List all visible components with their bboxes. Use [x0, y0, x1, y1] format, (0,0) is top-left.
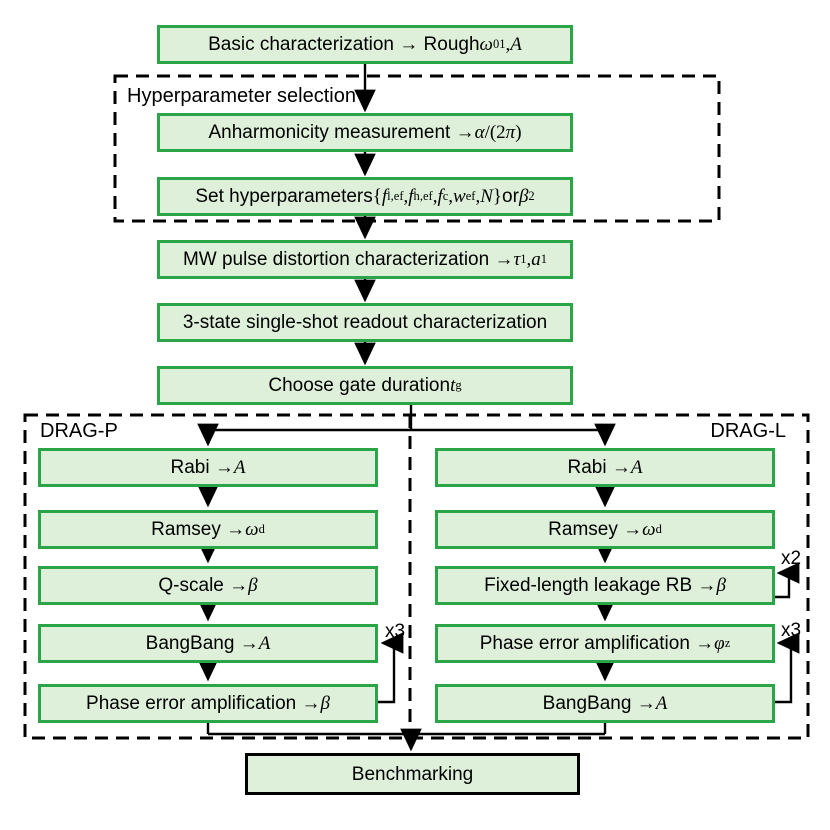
dragl-group-label: DRAG-L [710, 420, 786, 442]
step-dragp-qscale: Q-scale → β [38, 566, 378, 605]
dragl-x3-repeat-label: x3 [781, 620, 802, 641]
step-dragl-leakage-rb: Fixed-length leakage RB → β [435, 566, 775, 605]
step-3state-readout: 3-state single-shot readout characteriza… [157, 303, 573, 342]
dragp-group-label: DRAG-P [40, 420, 118, 442]
step-mw-pulse-distortion: MW pulse distortion characterization → τ… [157, 240, 573, 279]
loop-arrow-dragp-x3 [378, 632, 404, 704]
step-dragl-rabi: Rabi → A [435, 448, 775, 487]
hyperparameter-group-label: Hyperparameter selection [127, 85, 356, 107]
dragp-x3-repeat-label: x3 [385, 621, 406, 642]
step-dragp-rabi: Rabi → A [38, 448, 378, 487]
loop-arrow-dragl-x3 [775, 632, 800, 704]
loop-arrow-dragl-x2 [775, 562, 800, 599]
dragl-x2-repeat-label: x2 [781, 548, 802, 569]
step-dragl-bangbang: BangBang → A [435, 684, 775, 723]
step-dragp-bangbang: BangBang → A [38, 624, 378, 663]
hyperparameter-group-frame [113, 74, 721, 223]
step-benchmarking: Benchmarking [245, 753, 580, 795]
step-dragp-phase-error: Phase error amplification → β [38, 684, 378, 723]
